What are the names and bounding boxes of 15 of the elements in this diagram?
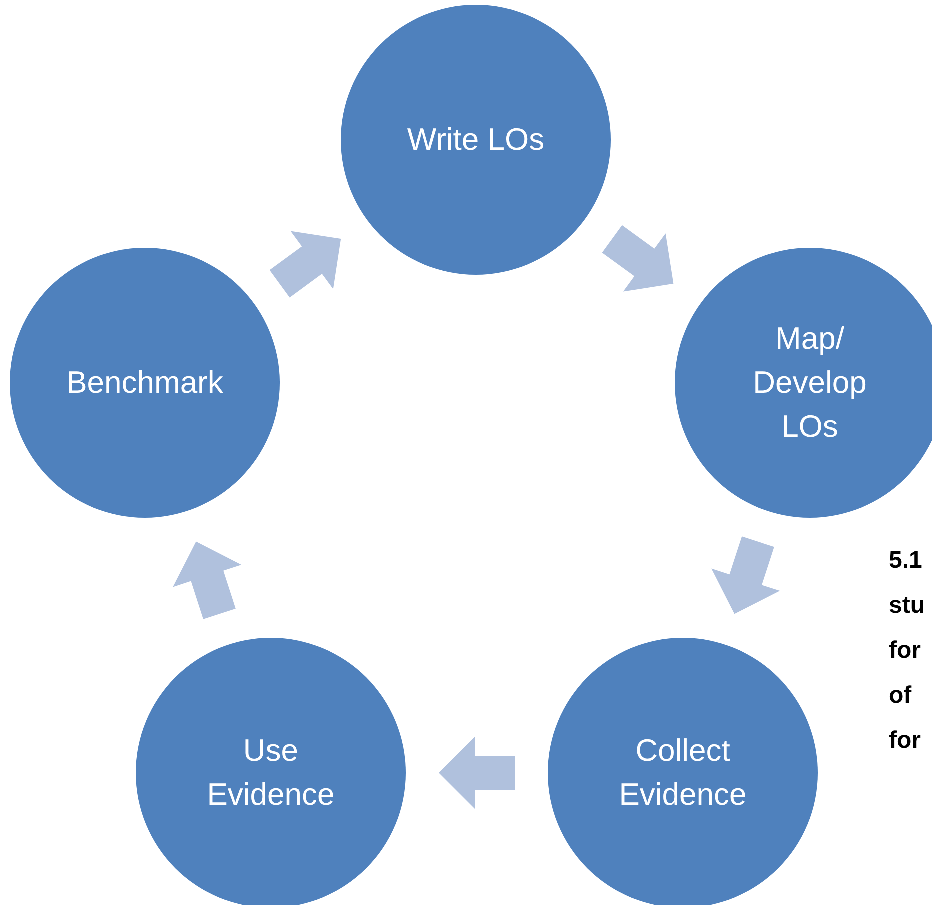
- note-text: of: [889, 681, 912, 711]
- note-text: for: [889, 726, 921, 756]
- step-label: Benchmark: [66, 364, 224, 402]
- note-text: 5.1: [889, 546, 922, 576]
- step-label: Use Evidence: [206, 732, 336, 814]
- block-arrow: [270, 231, 342, 298]
- step-label: Collect Evidence: [618, 732, 748, 814]
- step-label: Write LOs: [407, 121, 545, 159]
- block-arrow: [439, 737, 515, 809]
- block-arrow: [602, 225, 674, 292]
- block-arrow: [712, 536, 780, 614]
- block-arrow: [173, 542, 242, 620]
- note-text: stu: [889, 591, 925, 621]
- step-label: Map/ Develop LOs: [752, 320, 868, 446]
- note-text: for: [889, 636, 921, 666]
